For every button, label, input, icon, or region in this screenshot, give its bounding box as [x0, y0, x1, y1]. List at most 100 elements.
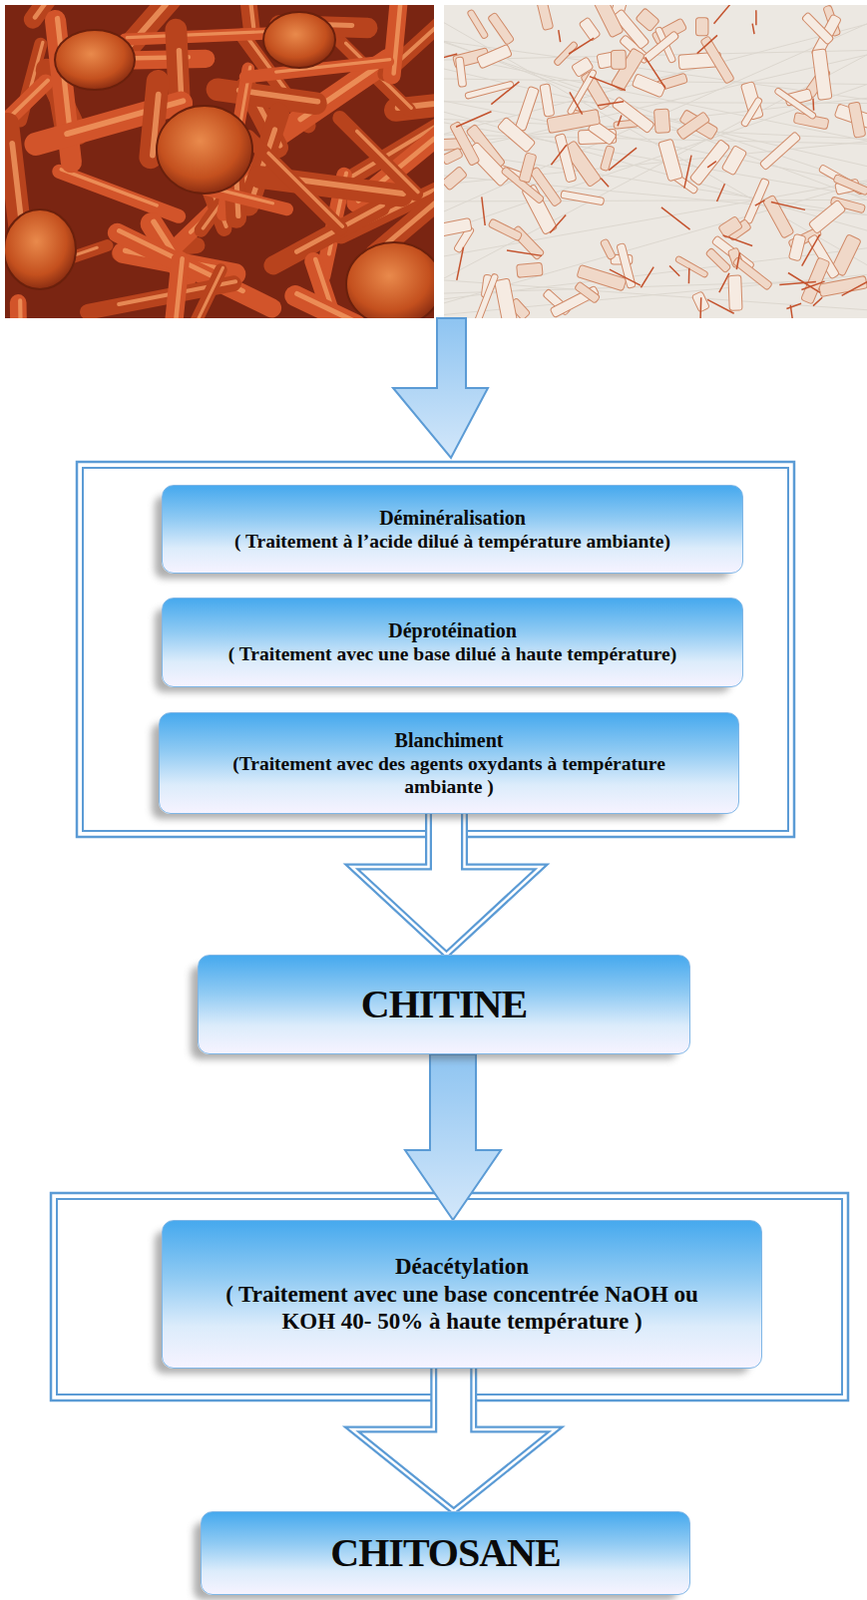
shell-fragment [801, 11, 835, 45]
shell-fragment [487, 218, 522, 242]
photo-ground [443, 4, 867, 319]
flow-arrow [352, 814, 542, 955]
shell-fragment [464, 80, 515, 99]
shell-fragment [808, 199, 847, 234]
shell-filament [697, 34, 718, 53]
towel-texture [443, 54, 867, 279]
crab-shell [346, 242, 434, 319]
shell-fragment [574, 281, 601, 304]
shell-filament [714, 4, 737, 24]
crab-leg-highlight [175, 258, 183, 319]
shell-filament [812, 97, 815, 110]
shell-filament [568, 37, 594, 54]
shell-fragment [560, 190, 605, 206]
crab-leg-highlight [357, 130, 419, 192]
step-description: ( Traitement avec une base concentrée Na… [196, 1281, 728, 1336]
crab-leg-highlight [190, 267, 224, 319]
shell-fragment [539, 83, 555, 117]
group-frame [56, 1199, 843, 1395]
shell-fragment [535, 4, 554, 30]
shell-filament [684, 155, 692, 189]
flow-arrow [352, 1368, 556, 1512]
shell-filament [717, 183, 726, 202]
shell-filament [771, 201, 806, 210]
process-step: Déprotéination( Traitement avec une base… [161, 597, 744, 688]
shell-fragment [516, 262, 543, 278]
shell-fragment [759, 131, 802, 171]
shell-filament [813, 297, 823, 306]
crab-shell [4, 209, 76, 290]
shell-filament [719, 273, 730, 293]
shell-filament [456, 247, 464, 281]
step-title: Déprotéination [388, 618, 517, 643]
crab-photo [4, 4, 434, 319]
shell-fragment [635, 7, 660, 32]
shell-fragment [553, 40, 579, 66]
shell-filament [597, 101, 624, 106]
crab-shell [263, 11, 336, 68]
shell-filament [550, 144, 566, 165]
shell-fragment [610, 49, 626, 69]
shell-fragment [695, 17, 708, 36]
crab-leg [248, 136, 342, 229]
towel-texture [443, 23, 867, 212]
process-step: Déminéralisation( Traitement à l’acide d… [161, 484, 744, 574]
shell-filament [688, 268, 691, 285]
shell-fragment [591, 4, 624, 38]
shell-fragment [801, 257, 831, 305]
shell-filament [661, 207, 691, 230]
group-frame [82, 467, 789, 832]
shell-fragment [774, 86, 818, 120]
shell-filament [669, 265, 680, 276]
down-arrow [393, 318, 488, 458]
shell-filament [699, 297, 702, 319]
group-frame [76, 461, 795, 838]
shell-fragment [487, 11, 515, 45]
shell-fragment [740, 96, 764, 128]
shell-fragment [689, 138, 731, 186]
crab-shell [54, 29, 135, 90]
crab-leg-highlight [19, 300, 22, 319]
shell-fragment [546, 108, 601, 133]
shell-filament [506, 250, 542, 256]
crab-leg-highlight [241, 4, 254, 27]
crab-leg [392, 4, 406, 76]
shell-filament [707, 161, 717, 168]
shell-fragment [529, 166, 563, 207]
crab-leg [58, 171, 179, 217]
shell-fragment [812, 48, 833, 100]
shell-fragment [494, 278, 518, 319]
step-description: (Traitement avec des agents oxydants à t… [193, 752, 705, 800]
shell-fragment [674, 255, 709, 279]
shell-filament [600, 177, 609, 187]
hollow-arrow-inner [352, 814, 542, 955]
crab-leg-highlight [60, 169, 157, 206]
shell-fragment [443, 165, 467, 191]
shell-fragment [566, 68, 597, 116]
shell-filament [645, 56, 666, 88]
flow-arrow [405, 1054, 501, 1221]
shell-fragment [848, 101, 867, 138]
shell-filament [779, 281, 817, 285]
shell-fragment [578, 16, 601, 41]
towel-texture [443, 68, 867, 167]
crab-leg-highlight [126, 31, 264, 38]
shell-fragment [518, 152, 537, 183]
shell-filament [589, 76, 626, 91]
crab-leg-highlight [239, 90, 319, 102]
shell-filament [490, 81, 519, 105]
shell-fragment [631, 73, 666, 98]
shell-fragment [762, 194, 795, 239]
crab-leg-highlight [394, 4, 406, 74]
shell-fragment [700, 35, 735, 84]
shell-fragment [833, 173, 867, 196]
crab-leg-highlight [268, 153, 343, 228]
shell-filament [736, 252, 740, 270]
process-step: Blanchiment(Traitement avec des agents o… [158, 712, 740, 815]
crab-leg [340, 117, 417, 194]
crab-leg [236, 4, 252, 29]
process-step: Déacétylation( Traitement avec une base … [161, 1220, 763, 1369]
shell-fragment [676, 111, 711, 140]
shell-fragment [496, 116, 536, 153]
